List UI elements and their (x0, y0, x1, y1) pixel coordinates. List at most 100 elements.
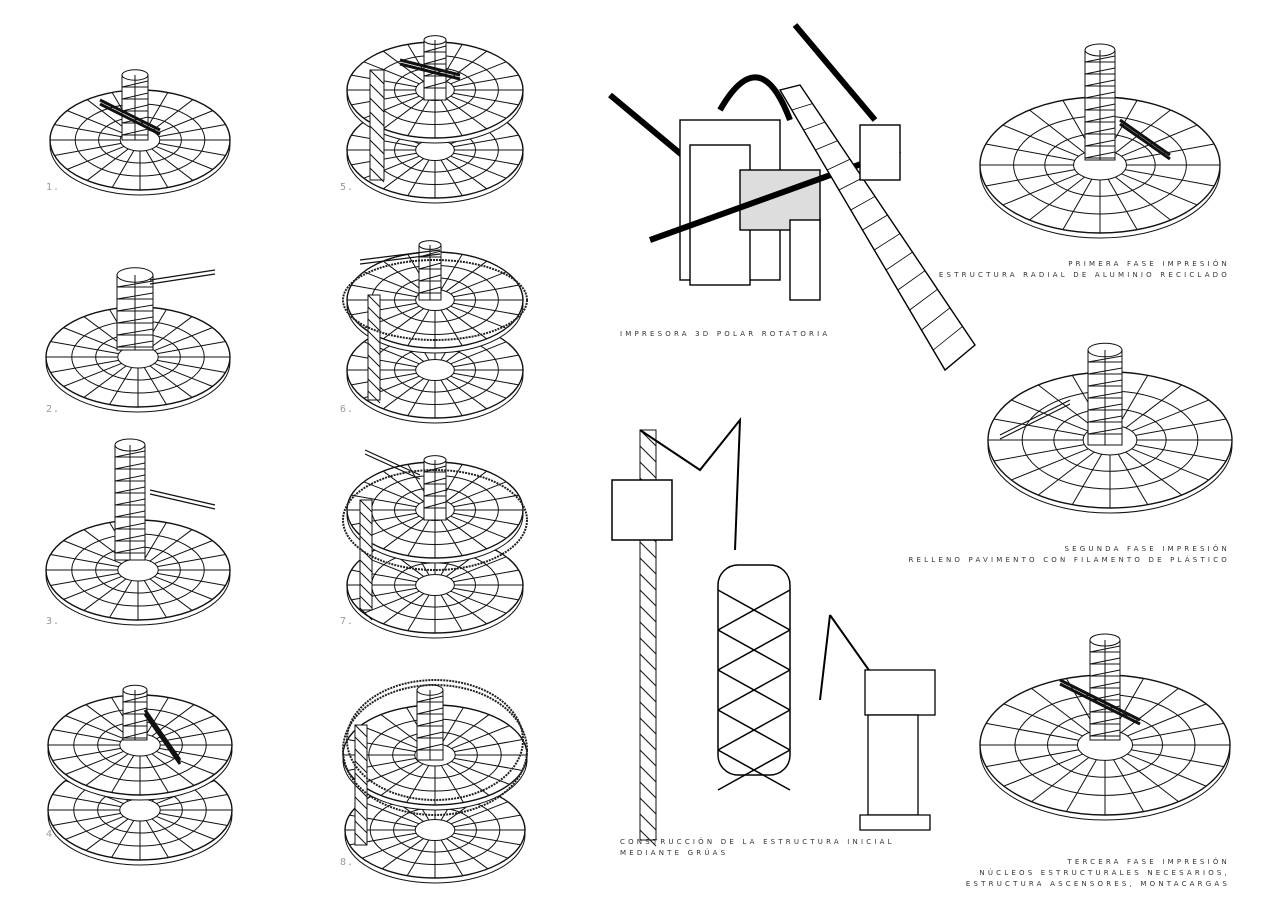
radial-floor-disc (346, 536, 524, 639)
stage-number-8: 8. (340, 857, 355, 868)
disc-spoke (362, 835, 420, 859)
disc-spoke (453, 569, 519, 583)
core-brace (717, 669, 791, 711)
disc-spoke (450, 61, 507, 85)
disc-spoke (156, 751, 215, 775)
disc-spoke (446, 838, 489, 870)
disc-spoke (453, 134, 519, 148)
core-tower (418, 240, 442, 301)
arm-line (149, 489, 216, 506)
mast-body (367, 294, 381, 401)
disc-spoke (1120, 757, 1179, 803)
disc-spoke (407, 379, 430, 416)
phase1-title: PRIMERA FASE IMPRESIÓN (1068, 260, 1230, 268)
mast-brace (359, 559, 373, 573)
disc-spoke (450, 515, 507, 539)
mast-brace (354, 820, 368, 834)
core-brace (717, 749, 791, 791)
disc-spoke (157, 359, 226, 373)
mast-brace (367, 294, 381, 308)
disc-spoke (1120, 687, 1179, 733)
disc-spoke (1002, 124, 1079, 157)
phase3-title: TERCERA FASE IMPRESIÓN (1067, 858, 1230, 866)
disc-spoke (50, 554, 119, 568)
disc-spoke (986, 722, 1079, 741)
beam-brace (862, 214, 888, 231)
mast-brace (639, 653, 657, 671)
arm-line (143, 709, 182, 761)
arm-line (999, 399, 1071, 436)
disc-spoke (363, 61, 420, 85)
disc-spoke (157, 341, 226, 355)
mast-brace (354, 724, 368, 738)
printer-cable-arc (717, 74, 793, 122)
disc-spoke (440, 379, 463, 416)
tower-crane-cab (611, 479, 673, 541)
disc-spoke (1125, 169, 1215, 187)
disc-spoke (1011, 448, 1089, 481)
arm-line (999, 403, 1071, 440)
phase2-title: SEGUNDA FASE IMPRESIÓN (1064, 545, 1230, 553)
printer-arm (1059, 678, 1141, 726)
disc-spoke (363, 556, 420, 580)
arm-line (149, 493, 216, 510)
disc-spoke (382, 158, 424, 190)
beam-brace (815, 140, 838, 151)
printer-arm (149, 489, 216, 510)
disc-spoke (407, 309, 430, 346)
disc-spoke (50, 572, 119, 586)
phase2-caption: SEGUNDA FASE IMPRESIÓN RELLENO PAVIMENTO… (908, 544, 1230, 566)
printed-ring-wall (342, 684, 528, 816)
radial-floor-disc (344, 781, 526, 884)
printer-arm (999, 399, 1071, 440)
disc-spoke (446, 378, 488, 410)
disc-spoke (382, 518, 424, 550)
core-brace (717, 589, 791, 631)
disc-spoke (382, 308, 424, 340)
disc-spoke (67, 146, 125, 170)
disc-spoke (1011, 399, 1089, 432)
mast-brace (639, 669, 657, 687)
disc-spoke (143, 367, 167, 405)
mast-brace (639, 621, 657, 639)
disc-spoke (360, 761, 419, 785)
disc-spoke (446, 518, 488, 550)
phase3-caption: TERCERA FASE IMPRESIÓN NÚCLEOS ESTRUCTUR… (966, 857, 1230, 890)
disc-spoke (450, 801, 508, 825)
tower-crane-jib (639, 417, 742, 551)
disc-spoke (145, 150, 169, 188)
mast-brace (639, 589, 657, 607)
disc-spoke (1031, 757, 1090, 803)
disc-spoke (440, 707, 464, 745)
mast-brace (639, 637, 657, 655)
disc-spoke (54, 124, 122, 138)
core-tower (116, 267, 154, 351)
disc-spoke (63, 363, 122, 387)
disc-spoke (450, 375, 507, 399)
disc-spoke (453, 354, 519, 368)
disc-spoke (406, 839, 430, 876)
disc-spoke (159, 812, 228, 826)
mast-brace (359, 595, 373, 609)
disc-spoke (446, 98, 488, 130)
printer-arm (364, 449, 421, 480)
disc-spoke (1037, 451, 1095, 496)
disc-spoke (63, 540, 122, 564)
disc-spoke (382, 98, 424, 130)
disc-spoke (453, 74, 519, 88)
printer-carriage (859, 124, 901, 181)
cranes-caption-line: MEDIANTE GRÚAS (620, 849, 729, 857)
mast-brace (639, 781, 657, 799)
disc-spoke (453, 284, 519, 298)
arm-line (364, 453, 421, 480)
disc-spoke (1131, 749, 1224, 768)
disc-spoke (351, 284, 417, 298)
disc-spoke (407, 99, 430, 136)
mast-brace (639, 461, 657, 479)
disc-spoke (453, 814, 521, 828)
disc-spoke (1071, 453, 1103, 505)
mast-brace (354, 736, 368, 750)
disc-spoke (440, 765, 464, 803)
arm-line (149, 269, 216, 281)
